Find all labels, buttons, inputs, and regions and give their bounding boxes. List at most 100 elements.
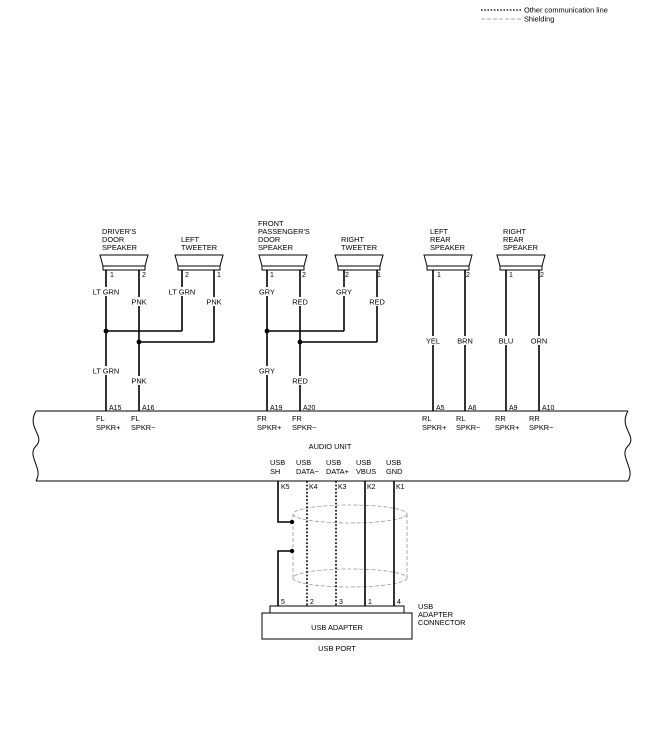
terminal-label-rl-plus-1: RL bbox=[422, 414, 431, 423]
terminal-label-fr-plus-2: SPKR+ bbox=[257, 423, 281, 432]
terminal-label-rr-plus-2: SPKR+ bbox=[495, 423, 519, 432]
usb-label-vbus-2: VBUS bbox=[356, 467, 376, 476]
speaker-drv-pin-b: 2 bbox=[142, 272, 146, 279]
legend-shielding-label: Shielding bbox=[524, 15, 554, 24]
audio-unit-a-pins: A15 A16 A19 A20 A5 A6 A9 A10 bbox=[109, 405, 555, 412]
wire-label-lt-grn: LT GRN bbox=[93, 367, 119, 376]
usb-label-data-plus-2: DATA+ bbox=[326, 467, 349, 476]
adapter-pin-1: 1 bbox=[368, 599, 372, 606]
usb-wiring bbox=[277, 481, 395, 606]
legend-other-comm-label: Other communication line bbox=[524, 6, 608, 15]
speaker-lrs-pin-b: 2 bbox=[466, 272, 470, 279]
speaker-lrs-icon bbox=[423, 254, 473, 271]
speaker-drv-name-1: DRIVER'S bbox=[102, 227, 136, 236]
wire-label-red: RED bbox=[369, 298, 385, 307]
usb-shield bbox=[292, 504, 408, 588]
wire-label-lt-grn: LT GRN bbox=[93, 288, 119, 297]
terminal-pin-k5: K5 bbox=[281, 484, 290, 491]
speaker-rtw-name-2: TWEETER bbox=[341, 243, 377, 252]
terminal-label-rr-minus-2: SPKR− bbox=[529, 423, 553, 432]
wire-label-gry: GRY bbox=[259, 367, 275, 376]
terminal-pin-a10: A10 bbox=[542, 405, 555, 412]
usb-label-data-minus-2: DATA− bbox=[296, 467, 319, 476]
usb-label-data-plus-1: USB bbox=[326, 458, 341, 467]
wire-label-pnk: PNK bbox=[131, 377, 146, 386]
speaker-drv-pin-a: 1 bbox=[110, 272, 114, 279]
usb-port-label: USB PORT bbox=[318, 644, 356, 653]
speaker-ltw-pin-b: 1 bbox=[217, 272, 221, 279]
terminal-label-fr-minus-1: FR bbox=[292, 414, 302, 423]
terminal-pin-a9: A9 bbox=[509, 405, 518, 412]
usb-connector-label-1: USB bbox=[418, 602, 433, 611]
speaker-symbols bbox=[99, 254, 546, 271]
terminal-pin-a6: A6 bbox=[468, 405, 477, 412]
speaker-fpd-name-1: FRONT bbox=[258, 219, 284, 228]
usb-adapter: USB ADAPTER USB PORT USB ADAPTER CONNECT… bbox=[261, 602, 466, 653]
adapter-pin-5: 5 bbox=[281, 599, 285, 606]
speaker-rtw-pin-a: 2 bbox=[345, 272, 349, 279]
speaker-rtw-icon bbox=[334, 254, 384, 271]
speaker-rrs-name-1: RIGHT bbox=[503, 227, 526, 236]
terminal-pin-k4: K4 bbox=[309, 484, 318, 491]
front-right-wiring bbox=[264, 270, 378, 411]
terminal-pin-a5: A5 bbox=[436, 405, 445, 412]
usb-adapter-name: USB ADAPTER bbox=[311, 623, 363, 632]
wire-label-lt-grn: LT GRN bbox=[169, 288, 195, 297]
audio-unit-k-pins: K5 K4 K3 K2 K1 bbox=[281, 484, 405, 491]
terminal-label-rr-minus-1: RR bbox=[529, 414, 540, 423]
usb-label-gnd-2: GND bbox=[386, 467, 402, 476]
audio-unit-name: AUDIO UNIT bbox=[309, 442, 352, 451]
speaker-fpd-name-3: DOOR bbox=[258, 235, 280, 244]
wire-label-red: RED bbox=[292, 377, 308, 386]
shield-connect-dot bbox=[289, 548, 295, 554]
terminal-label-rl-minus-2: SPKR− bbox=[456, 423, 480, 432]
splice-dot bbox=[264, 328, 270, 334]
speaker-rrs-pin-a: 1 bbox=[509, 272, 513, 279]
usb-label-sh-1: USB bbox=[270, 458, 285, 467]
speaker-drv-icon bbox=[99, 254, 149, 271]
terminal-label-rl-plus-2: SPKR+ bbox=[422, 423, 446, 432]
speaker-rrs-pin-b: 2 bbox=[540, 272, 544, 279]
speaker-pin-numbers: 1 2 2 1 1 2 2 1 1 2 1 2 bbox=[110, 272, 544, 279]
speaker-lrs-pin-a: 1 bbox=[437, 272, 441, 279]
speaker-rrs-icon bbox=[496, 254, 546, 271]
speaker-fpd-pin-b: 2 bbox=[302, 272, 306, 279]
wire-color-labels: LT GRN PNK LT GRN PNK LT GRN PNK GRY RED… bbox=[89, 287, 548, 386]
terminal-pin-a20: A20 bbox=[303, 405, 316, 412]
legend: Other communication line Shielding bbox=[481, 6, 608, 24]
usb-connector-label-3: CONNECTOR bbox=[418, 618, 466, 627]
terminal-pin-a15: A15 bbox=[109, 405, 122, 412]
terminal-label-fr-minus-2: SPKR− bbox=[292, 423, 316, 432]
splice-dot bbox=[136, 339, 142, 345]
speaker-fpd-name-4: SPEAKER bbox=[258, 243, 293, 252]
wire-label-orn: ORN bbox=[531, 337, 547, 346]
adapter-pin-4: 4 bbox=[397, 599, 401, 606]
speaker-labels: DRIVER'S DOOR SPEAKER LEFT TWEETER FRONT… bbox=[102, 219, 538, 252]
speaker-rrs-name-2: REAR bbox=[503, 235, 524, 244]
terminal-label-fr-plus-1: FR bbox=[257, 414, 267, 423]
rear-wiring bbox=[432, 270, 540, 411]
usb-label-gnd-1: USB bbox=[386, 458, 401, 467]
speaker-ltw-name-1: LEFT bbox=[181, 235, 200, 244]
splice-dot bbox=[103, 328, 109, 334]
splice-dot bbox=[297, 339, 303, 345]
shield-connect-dot bbox=[289, 519, 295, 525]
speaker-drv-name-2: DOOR bbox=[102, 235, 124, 244]
terminal-pin-k3: K3 bbox=[338, 484, 347, 491]
terminal-pin-k2: K2 bbox=[367, 484, 376, 491]
speaker-lrs-name-3: SPEAKER bbox=[430, 243, 465, 252]
wire-label-pnk: PNK bbox=[206, 298, 221, 307]
terminal-label-fl-minus-2: SPKR− bbox=[131, 423, 155, 432]
usb-adapter-pins: 5 2 3 1 4 bbox=[281, 599, 401, 606]
speaker-ltw-name-2: TWEETER bbox=[181, 243, 217, 252]
wire-label-blu: BLU bbox=[499, 337, 513, 346]
terminal-pin-k1: K1 bbox=[396, 484, 405, 491]
terminal-label-fl-plus-2: SPKR+ bbox=[96, 423, 120, 432]
adapter-pin-2: 2 bbox=[310, 599, 314, 606]
speaker-lrs-name-2: REAR bbox=[430, 235, 451, 244]
adapter-pin-3: 3 bbox=[339, 599, 343, 606]
wire-label-pnk: PNK bbox=[131, 298, 146, 307]
usb-label-sh-2: SH bbox=[270, 467, 280, 476]
